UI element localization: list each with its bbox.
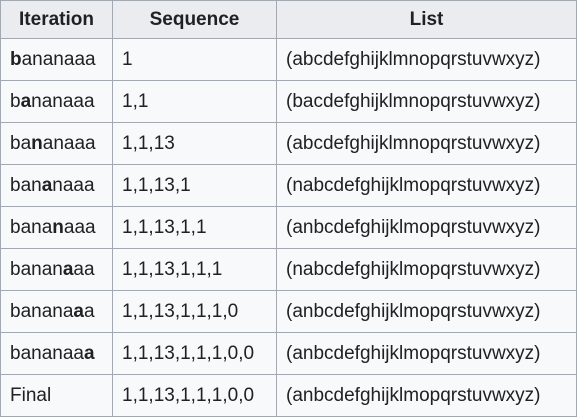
iteration-current-letter: a (20, 90, 32, 112)
iteration-current-letter: b (10, 48, 22, 70)
iteration-cell: bananaaa (0, 206, 113, 249)
table-row: bananaaa 1 (abcdefghijklmnopqrstuvwxyz) (0, 38, 577, 81)
list-cell: (anbcdefghijklmopqrstuvwxyz) (276, 332, 577, 375)
table-row: bananaaa 1,1,13 (abcdefghijklmnopqrstuvw… (0, 122, 577, 165)
iteration-cell: bananaaa (0, 122, 113, 165)
header-sequence: Sequence (112, 0, 277, 39)
table-row: bananaaa 1,1,13,1,1 (anbcdefghijklmopqrs… (0, 206, 577, 249)
list-cell: (anbcdefghijklmopqrstuvwxyz) (276, 290, 577, 333)
iteration-cell: bananaaa (0, 80, 113, 123)
iteration-cell: bananaaa (0, 248, 113, 291)
sequence-cell: 1,1,13,1,1,1,0 (112, 290, 277, 333)
list-cell: (nabcdefghijklmopqrstuvwxyz) (276, 164, 577, 207)
iteration-cell: bananaaa (0, 290, 113, 333)
iteration-text-post: anaaa (42, 132, 96, 154)
iteration-current-letter: a (41, 174, 53, 196)
iteration-text-pre: ban (10, 174, 42, 196)
sequence-cell: 1,1,13 (112, 122, 277, 165)
list-cell: (nabcdefghijklmopqrstuvwxyz) (276, 248, 577, 291)
list-cell: (abcdefghijklmnopqrstuvwxyz) (276, 122, 577, 165)
sequence-cell: 1,1,13,1 (112, 164, 277, 207)
sequence-cell: 1,1,13,1,1 (112, 206, 277, 249)
iteration-text-pre: Final (10, 384, 52, 406)
table-row: bananaaa 1,1,13,1,1,1 (nabcdefghijklmopq… (0, 248, 577, 291)
iteration-text-post: aaa (63, 216, 96, 238)
iteration-text-pre: bananaa (10, 342, 84, 364)
header-row: Iteration Sequence List (0, 0, 577, 39)
sequence-cell: 1,1 (112, 80, 277, 123)
sequence-cell: 1,1,13,1,1,1,0,0 (112, 374, 277, 417)
iteration-text-pre: b (10, 90, 21, 112)
iteration-cell: Final (0, 374, 113, 417)
list-cell: (anbcdefghijklmopqrstuvwxyz) (276, 374, 577, 417)
iteration-cell: bananaaa (0, 38, 113, 81)
table-row: bananaaa 1,1,13,1 (nabcdefghijklmopqrstu… (0, 164, 577, 207)
iteration-text-pre: banan (10, 258, 63, 280)
iteration-text-post: aa (73, 258, 95, 280)
table-row: bananaaa 1,1 (bacdefghijklmnopqrstuvwxyz… (0, 80, 577, 123)
list-cell: (bacdefghijklmnopqrstuvwxyz) (276, 80, 577, 123)
iteration-current-letter: n (52, 216, 64, 238)
iteration-text-pre: bana (10, 216, 53, 238)
iteration-current-letter: a (83, 342, 95, 364)
iteration-current-letter: a (73, 300, 84, 322)
table-row: bananaaa 1,1,13,1,1,1,0 (anbcdefghijklmo… (0, 290, 577, 333)
sequence-cell: 1,1,13,1,1,1,0,0 (112, 332, 277, 375)
sequence-cell: 1 (112, 38, 277, 81)
header-list: List (276, 0, 577, 39)
list-cell: (abcdefghijklmnopqrstuvwxyz) (276, 38, 577, 81)
iteration-current-letter: a (62, 258, 74, 280)
sequence-cell: 1,1,13,1,1,1 (112, 248, 277, 291)
iteration-text-pre: banana (10, 300, 74, 322)
table-row: bananaaa 1,1,13,1,1,1,0,0 (anbcdefghijkl… (0, 332, 577, 375)
iteration-text-post: ananaaa (21, 48, 96, 70)
iteration-text-post: naaa (52, 174, 95, 196)
table-row: Final 1,1,13,1,1,1,0,0 (anbcdefghijklmop… (0, 374, 577, 417)
iteration-cell: bananaaa (0, 164, 113, 207)
iteration-cell: bananaaa (0, 332, 113, 375)
iteration-text-post: a (83, 300, 95, 322)
iteration-current-letter: n (31, 132, 43, 154)
iteration-text-pre: ba (10, 132, 32, 154)
iteration-text-post: nanaaa (31, 90, 95, 112)
header-iteration: Iteration (0, 0, 113, 39)
list-cell: (anbcdefghijklmopqrstuvwxyz) (276, 206, 577, 249)
